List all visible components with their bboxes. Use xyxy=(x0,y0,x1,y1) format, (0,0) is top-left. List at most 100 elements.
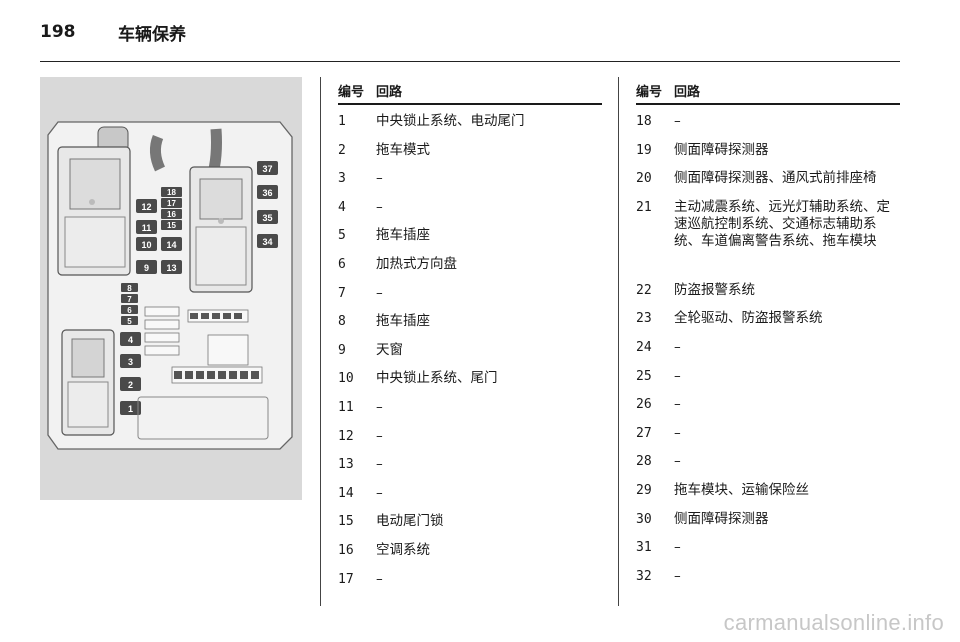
fuse-number: 7 xyxy=(338,285,346,301)
fuse-number: 32 xyxy=(636,568,652,584)
fuse-circuit: 中央锁止系统、尾门 xyxy=(376,370,498,387)
fuse-circuit: – xyxy=(674,453,681,470)
fuse-number: 23 xyxy=(636,311,652,327)
fuse-number: 24 xyxy=(636,339,652,355)
fuse-number: 22 xyxy=(636,282,652,298)
fuse-circuit: – xyxy=(376,427,383,444)
table-row: 19 侧面障碍探测器 xyxy=(636,142,900,171)
fuse-circuit: – xyxy=(376,170,383,187)
fuse-number: 3 xyxy=(338,171,346,187)
fuse-number: 25 xyxy=(636,368,652,384)
fuse-label-13: 13 xyxy=(166,263,176,273)
table-row: 18– xyxy=(636,113,900,142)
fuse-label-18: 18 xyxy=(167,188,176,197)
fuse-circuit: – xyxy=(674,539,681,556)
table-row: 1 中央锁止系统、电动尾门 xyxy=(338,113,602,142)
table-row: 26– xyxy=(636,396,900,425)
table-row: 12– xyxy=(338,428,602,457)
fuse-label-4: 4 xyxy=(128,335,133,345)
table-row: 25– xyxy=(636,368,900,397)
header-number: 编号 xyxy=(636,84,663,100)
table-row: 27 – xyxy=(636,425,900,454)
table-row: 32 – xyxy=(636,568,900,597)
table-row: 23 全轮驱动、防盗报警系统 xyxy=(636,310,900,339)
page-title: 车辆保养 xyxy=(118,24,186,45)
table-row: 24 – xyxy=(636,339,900,368)
fuse-circuit: 主动减震系统、远光灯辅助系统、定速巡航控制系统、交通标志辅助系统、车道偏离警告系… xyxy=(674,198,890,249)
fuse-number: 27 xyxy=(636,425,652,441)
fuse-label-1: 1 xyxy=(128,404,133,414)
fuse-circuit: – xyxy=(376,198,383,215)
table-row: 6 加热式方向盘 xyxy=(338,256,602,285)
watermark: carmanualsonline.info xyxy=(723,610,944,635)
table-row: 4– xyxy=(338,199,602,228)
fuse-number: 20 xyxy=(636,171,652,187)
fuse-label-6: 6 xyxy=(127,306,132,315)
fuse-label-17: 17 xyxy=(167,199,176,208)
fuse-circuit: 侧面障碍探测器、通风式前排座椅 xyxy=(674,170,877,187)
fuse-label-8: 8 xyxy=(127,284,132,293)
fuse-circuit: – xyxy=(674,396,681,413)
fuse-number: 8 xyxy=(338,314,346,330)
table-row: 20 侧面障碍探测器、通风式前排座椅 xyxy=(636,170,900,199)
fuse-number: 11 xyxy=(338,399,354,415)
fuse-label-12: 12 xyxy=(141,202,151,212)
fuse-circuit: – xyxy=(674,567,681,584)
fuse-number: 15 xyxy=(338,514,354,530)
fuse-number: 31 xyxy=(636,540,652,556)
fuse-number: 5 xyxy=(338,228,346,244)
table-header: 编号 回路 xyxy=(338,77,602,105)
fuse-circuit: 侧面障碍探测器 xyxy=(674,510,769,527)
table-row: 7– xyxy=(338,285,602,314)
table-row: 14 – xyxy=(338,485,602,514)
fuse-circuit: 全轮驱动、防盗报警系统 xyxy=(674,310,823,327)
fuse-box-drawing: 37 36 35 34 18 17 16 15 12 11 14 10 13 9… xyxy=(47,121,293,450)
table-header: 编号 回路 xyxy=(636,77,900,105)
fuse-label-7: 7 xyxy=(127,295,132,304)
fuse-circuit: 侧面障碍探测器 xyxy=(674,141,769,158)
fuse-label-10: 10 xyxy=(141,240,151,250)
fuse-circuit: – xyxy=(376,398,383,415)
fuse-number: 18 xyxy=(636,114,652,129)
fuse-circuit: – xyxy=(376,284,383,301)
header-circuit: 回路 xyxy=(674,84,701,100)
fuse-circuit: 拖车插座 xyxy=(376,313,430,330)
fuse-circuit: – xyxy=(376,484,383,501)
fuse-number: 29 xyxy=(636,482,652,498)
fuse-number: 17 xyxy=(338,571,354,587)
fuse-number: 6 xyxy=(338,256,346,272)
fuse-circuit: – xyxy=(376,456,383,473)
fuse-number: 19 xyxy=(636,142,652,158)
fuse-circuit: – xyxy=(674,338,681,355)
fuse-number: 30 xyxy=(636,511,652,527)
fuse-number: 13 xyxy=(338,457,354,473)
table-row: 30 侧面障碍探测器 xyxy=(636,511,900,540)
fuse-number: 14 xyxy=(338,485,354,501)
header-rule xyxy=(40,61,900,62)
table-row: 11 – xyxy=(338,399,602,428)
fuse-label-35: 35 xyxy=(262,213,272,223)
fuse-number: 1 xyxy=(338,114,346,129)
fuse-circuit: 中央锁止系统、电动尾门 xyxy=(376,113,525,129)
table-row: 5 拖车插座 xyxy=(338,227,602,256)
fuse-circuit: 拖车插座 xyxy=(376,227,430,244)
fuse-circuit: 防盗报警系统 xyxy=(674,281,755,298)
column-divider-right xyxy=(618,77,619,606)
fuse-circuit: – xyxy=(674,424,681,441)
fuse-label-15: 15 xyxy=(167,221,176,230)
table-row: 17– xyxy=(338,571,602,600)
fuse-label-5: 5 xyxy=(127,317,132,326)
page-number: 198 xyxy=(40,22,76,42)
fuse-number: 9 xyxy=(338,342,346,358)
fuse-label-3: 3 xyxy=(128,357,133,367)
fuse-number: 2 xyxy=(338,142,346,158)
fuse-circuit: 加热式方向盘 xyxy=(376,255,457,272)
